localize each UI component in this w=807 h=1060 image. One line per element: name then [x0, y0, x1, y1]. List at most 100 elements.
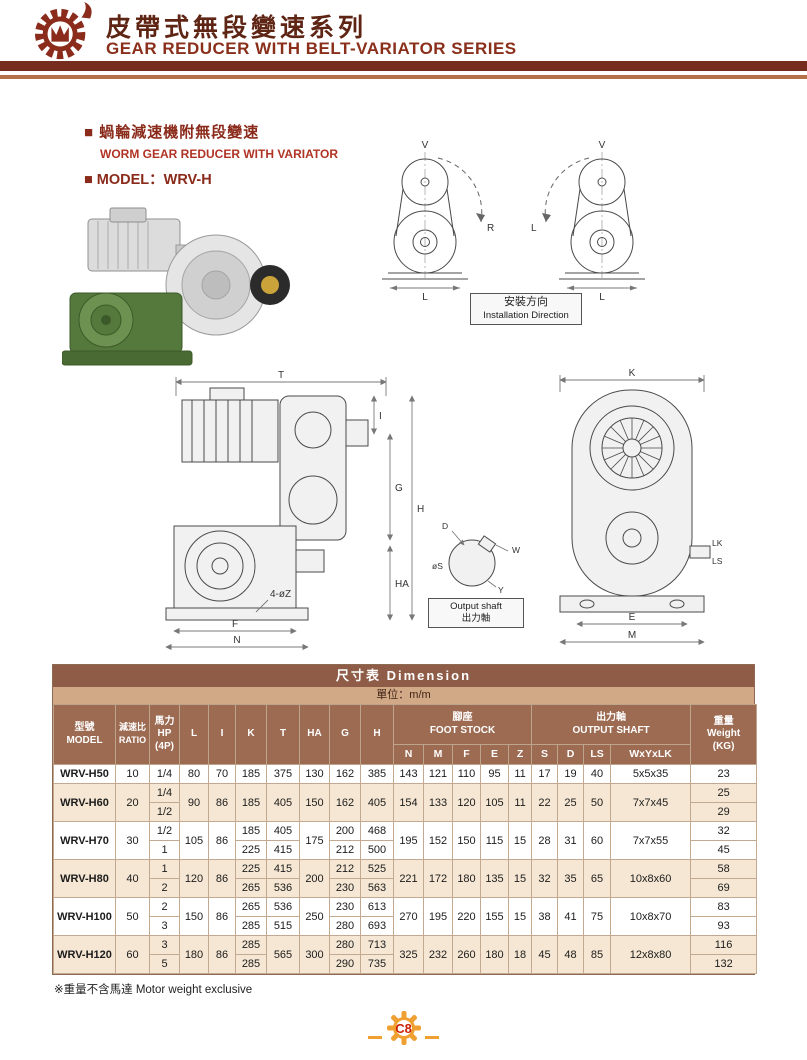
- weight-cell: 29: [690, 802, 758, 822]
- dim-H-cell: 405: [360, 783, 394, 822]
- output-S-cell: 22: [531, 783, 559, 822]
- foot-E-cell: 135: [480, 859, 509, 898]
- output-WxYxLK-cell: 7x7x45: [610, 783, 692, 822]
- installation-direction-en: Installation Direction: [483, 309, 569, 321]
- dim-G-cell: 290: [329, 954, 361, 974]
- header-rule-thin: [0, 75, 807, 79]
- dim-T-cell: 565: [266, 935, 300, 974]
- dim-HA-cell: 300: [299, 935, 330, 974]
- dim-K-cell: 225: [235, 859, 267, 879]
- hp-cell: 3: [149, 916, 180, 936]
- dim-label-e: E: [629, 612, 636, 623]
- table-unit: 單位：m/m: [53, 687, 754, 704]
- front-view-drawing: T I G H: [158, 368, 433, 665]
- page-number: C8: [395, 1021, 412, 1036]
- installation-direction-zh: 安裝方向: [504, 296, 548, 308]
- foot-M-cell: 133: [423, 783, 453, 822]
- col-LS: LS: [583, 744, 612, 765]
- dim-H-cell: 693: [360, 916, 394, 936]
- dim-I-cell: 86: [208, 821, 236, 860]
- hp-cell: 1: [149, 859, 180, 879]
- foot-F-cell: 120: [452, 783, 481, 822]
- foot-M-cell: 152: [423, 821, 453, 860]
- dim-label-base-l: L: [422, 292, 428, 302]
- weight-cell: 45: [690, 840, 758, 860]
- foot-N-cell: 325: [393, 935, 424, 974]
- col-L: L: [179, 704, 209, 765]
- dim-HA-cell: 150: [299, 783, 330, 822]
- col-K: K: [235, 704, 267, 765]
- foot-N-cell: 221: [393, 859, 424, 898]
- hp-cell: 1/4: [149, 764, 180, 784]
- section-heading-zh: ■ 蝸輪減速機附無段變速: [84, 124, 260, 141]
- model-heading: ■ MODEL：WRV-H: [84, 172, 212, 188]
- output-LS-cell: 50: [583, 783, 612, 822]
- weight-cell: 132: [690, 954, 758, 974]
- side-view-drawing: K LK LS E M: [532, 366, 732, 663]
- dim-G-cell: 230: [329, 878, 361, 898]
- foot-M-cell: 121: [423, 764, 453, 784]
- ratio-cell: 50: [115, 897, 150, 936]
- weight-cell: 116: [690, 935, 758, 955]
- weight-cell: 83: [690, 897, 758, 917]
- page-title-en: GEAR REDUCER WITH BELT-VARIATOR SERIES: [106, 39, 517, 58]
- col-M: M: [423, 744, 453, 765]
- foot-E-cell: 105: [480, 783, 509, 822]
- dim-I-cell: 86: [208, 859, 236, 898]
- dim-label-t: T: [278, 370, 284, 381]
- dim-label-lk: LK: [712, 538, 723, 548]
- dim-H-cell: 735: [360, 954, 394, 974]
- output-shaft-zh: 出力軸: [461, 612, 491, 624]
- dim-I-cell: 86: [208, 783, 236, 822]
- dim-T-cell: 375: [266, 764, 300, 784]
- foot-N-cell: 154: [393, 783, 424, 822]
- dim-H-cell: 500: [360, 840, 394, 860]
- dim-HA-cell: 250: [299, 897, 330, 936]
- dim-G-cell: 280: [329, 935, 361, 955]
- dim-L-cell: 150: [179, 897, 209, 936]
- foot-Z-cell: 15: [507, 821, 533, 860]
- output-D-cell: 48: [557, 935, 585, 974]
- hp-cell: 1/2: [149, 821, 180, 841]
- dim-label-h: H: [417, 504, 424, 515]
- col-S: S: [531, 744, 559, 765]
- page-footer: C8: [0, 1008, 807, 1050]
- table-title: 尺寸表 Dimension: [53, 665, 754, 687]
- model-cell: WRV-H50: [53, 764, 116, 784]
- col-Z: Z: [507, 744, 533, 765]
- dim-K-cell: 265: [235, 878, 267, 898]
- weight-cell: 23: [690, 764, 758, 784]
- dim-K-cell: 285: [235, 935, 267, 955]
- dim-label-s: øS: [432, 561, 443, 571]
- weight-cell: 32: [690, 821, 758, 841]
- ratio-cell: 60: [115, 935, 150, 974]
- weight-cell: 69: [690, 878, 758, 898]
- foot-N-cell: 143: [393, 764, 424, 784]
- foot-F-cell: 260: [452, 935, 481, 974]
- gear-icon: [386, 1011, 421, 1045]
- output-D-cell: 41: [557, 897, 585, 936]
- page-title-zh: 皮帶式無段變速系列: [106, 14, 368, 42]
- dim-I-cell: 86: [208, 897, 236, 936]
- dim-G-cell: 212: [329, 840, 361, 860]
- col-F: F: [452, 744, 481, 765]
- dim-K-cell: 265: [235, 897, 267, 917]
- foot-N-cell: 270: [393, 897, 424, 936]
- footnote: ※重量不含馬達 Motor weight exclusive: [54, 984, 253, 996]
- dim-label-ha: HA: [395, 579, 409, 590]
- col-D: D: [557, 744, 585, 765]
- dim-H-cell: 385: [360, 764, 394, 784]
- dim-G-cell: 162: [329, 783, 361, 822]
- install-diagram-left: V R L: [348, 138, 503, 307]
- model-cell: WRV-H70: [53, 821, 116, 860]
